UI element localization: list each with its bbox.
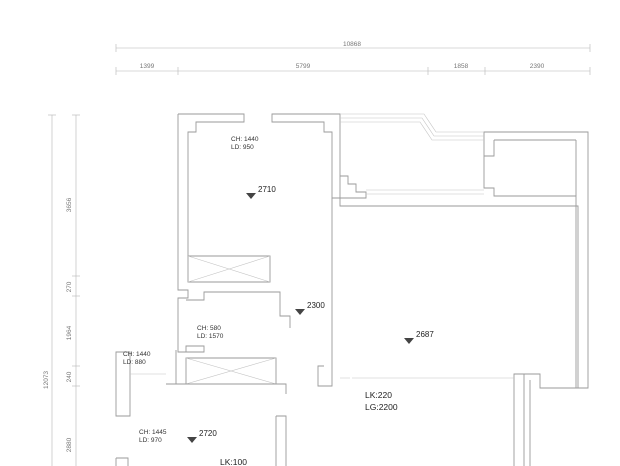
inner-wall (186, 291, 291, 328)
room-right-wall (317, 198, 333, 387)
level-marker-icon (246, 193, 256, 199)
ch-annotation: CH: 580 (197, 325, 221, 332)
ld-annotation: LD: 1570 (197, 333, 224, 340)
lg-label: LG:2200 (365, 402, 398, 412)
height-label: 2880 (66, 437, 73, 452)
big-room-right-wall (484, 139, 577, 196)
bottom-right-column (523, 374, 531, 466)
ld-annotation: LD: 950 (231, 144, 254, 151)
room-left-wall (177, 114, 205, 353)
height-label: 1964 (66, 325, 73, 340)
bottom-left-room (115, 457, 129, 466)
left-wing (115, 351, 131, 417)
big-room-corner (575, 205, 579, 389)
walls (115, 113, 589, 466)
ld-annotation: LD: 880 (123, 359, 146, 366)
room-top-wall-right (271, 113, 341, 199)
level-value: 2720 (199, 429, 217, 438)
height-label: 3656 (66, 197, 73, 212)
level-value: 2710 (258, 185, 276, 194)
lk-label: LK:100 (220, 457, 247, 466)
room-labels: LK:220 LG:2200 LK:100 (220, 390, 398, 466)
lower-wall-left (166, 350, 177, 385)
level-marker-icon (404, 338, 414, 344)
height-label: 240 (66, 371, 73, 382)
annotations: CH: 1440 LD: 950 CH: 580 LD: 1570 CH: 14… (123, 136, 259, 444)
window-lines (340, 113, 484, 141)
lower-wall (166, 383, 287, 394)
step-notch (340, 175, 367, 199)
top-dimensions: 10868 1399 5799 1858 2390 (115, 41, 591, 75)
level-marker-icon (295, 309, 305, 315)
level-value: 2300 (307, 301, 325, 310)
big-room-wall (339, 131, 589, 466)
level-marker-icon (187, 437, 197, 443)
overall-height-label: 12073 (43, 371, 50, 389)
segment-width-label: 5799 (296, 63, 311, 70)
overall-width-label: 10868 (343, 41, 361, 48)
ld-annotation: LD: 970 (139, 437, 162, 444)
segment-width-label: 1399 (140, 63, 155, 70)
segment-width-label: 1858 (454, 63, 469, 70)
room-top-wall-left (178, 113, 245, 256)
segment-width-label: 2390 (530, 63, 545, 70)
level-value: 2687 (416, 330, 434, 339)
level-markers: 2710 2300 2687 2720 (187, 185, 434, 443)
height-label: 270 (66, 281, 73, 292)
left-dimensions: 3656 270 1964 240 2880 12073 (43, 114, 80, 466)
lk-label: LK:220 (365, 390, 392, 400)
ch-annotation: CH: 1440 (123, 351, 151, 358)
ch-annotation: CH: 1445 (139, 429, 167, 436)
ch-annotation: CH: 1440 (231, 136, 259, 143)
bottom-right-stub (275, 415, 287, 466)
